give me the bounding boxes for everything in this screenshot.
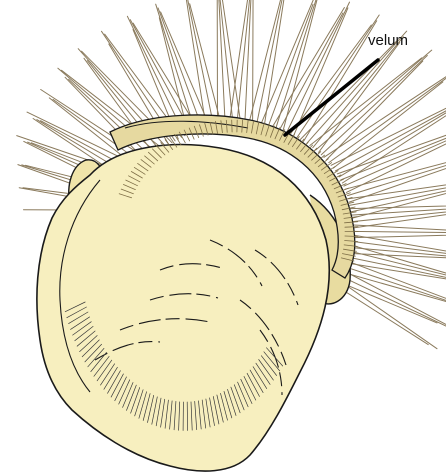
velum-striation <box>345 236 358 237</box>
cilium <box>351 231 446 233</box>
cilium <box>346 125 446 192</box>
cilium <box>336 270 446 303</box>
cilium <box>253 0 254 124</box>
cilium <box>329 77 446 163</box>
cilium <box>334 273 446 326</box>
cilium <box>220 0 241 124</box>
cilium <box>337 121 446 174</box>
cilium <box>313 37 404 148</box>
cilium <box>350 234 446 238</box>
velum-label: velum <box>368 32 408 49</box>
cilium <box>188 0 214 126</box>
cilium <box>331 95 446 165</box>
cilium <box>249 0 282 124</box>
cilium <box>156 4 196 131</box>
cilium <box>348 154 446 195</box>
cilium <box>257 0 283 125</box>
cilium <box>351 205 446 209</box>
